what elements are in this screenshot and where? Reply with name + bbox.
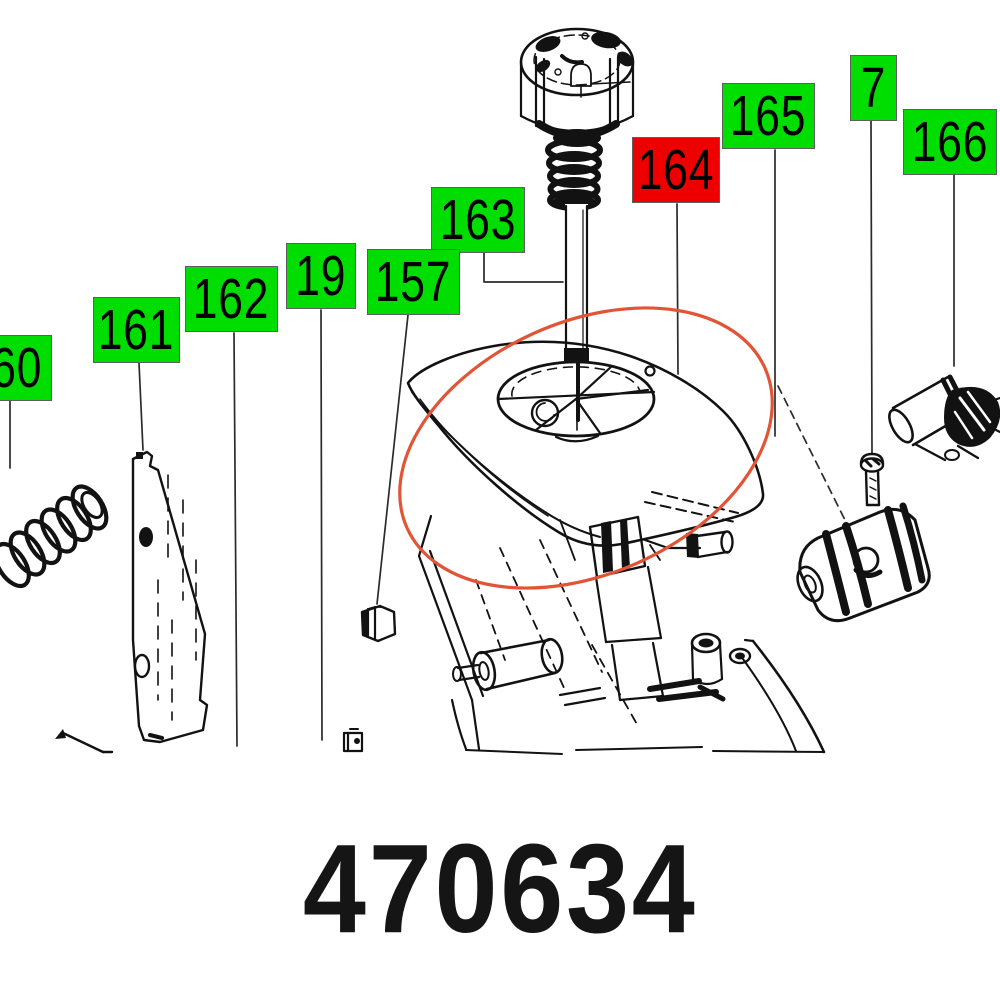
leader-164 [676,203,679,375]
knob-recesses [535,31,633,73]
part-number-text: 470634 [302,818,698,959]
part-label-7-text: 7 [860,55,887,120]
connector-part [888,374,1000,462]
part-label-19-text: 19 [295,243,347,308]
part-label-164-text: 164 [637,137,715,202]
knob-spring-part [545,138,603,211]
part-label-161[interactable]: 161 [93,297,180,363]
part-number: 470634 [0,826,1000,952]
leader-7 [870,120,873,455]
part-label-162[interactable]: 162 [185,266,278,332]
part-label-163[interactable]: 163 [431,187,525,253]
part-label-157[interactable]: 157 [367,249,460,315]
part-label-60-text: 60 [0,335,43,400]
part-label-165-text: 165 [730,83,807,148]
part-label-19[interactable]: 19 [286,243,356,309]
screw-part [859,452,885,507]
leader-157 [376,314,409,605]
part-label-161-text: 161 [98,297,175,362]
part-label-157-text: 157 [375,249,452,314]
part-label-7[interactable]: 7 [850,55,897,121]
housing-body-part [417,514,826,755]
bracket-part [131,450,209,744]
leader-lines [9,120,955,747]
cable-clamp-part [796,502,931,623]
latch-part [588,515,734,702]
coil-spring-part [0,484,109,589]
leader-161 [138,362,144,451]
nut-part [360,604,397,643]
assembly-axis-dashed [777,385,850,529]
part-label-166-text: 166 [911,109,989,174]
leader-19 [320,309,323,741]
leader-162 [233,332,238,747]
knob-part [519,27,635,147]
part-label-163-text: 163 [439,187,517,252]
part-label-165[interactable]: 165 [722,83,815,149]
leader-163 [483,252,564,283]
misc-details [55,728,364,754]
part-label-162-text: 162 [193,266,270,331]
part-label-166[interactable]: 166 [903,109,997,175]
highlight-ellipse [398,306,774,590]
part-label-60[interactable]: 60 [0,335,52,401]
part-label-164-selected[interactable]: 164 [632,137,720,203]
